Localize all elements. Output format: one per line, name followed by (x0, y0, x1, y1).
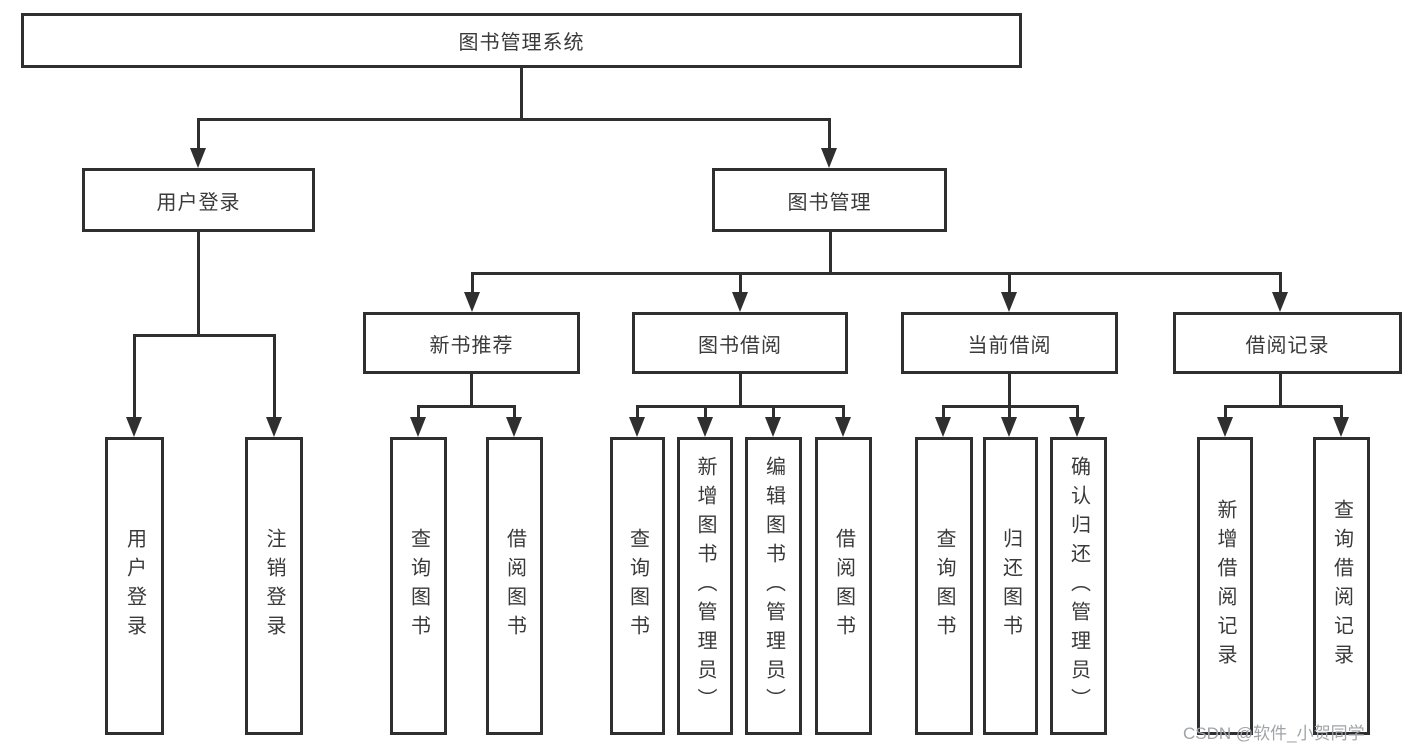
arrowhead-icon (464, 292, 480, 312)
connector-login-split (133, 334, 275, 337)
leaf-label: 查询图书 (407, 528, 430, 644)
arrowhead-icon (1001, 417, 1017, 437)
arrowhead-icon (935, 417, 951, 437)
leaf-label: 确认归还（管理员） (1067, 455, 1090, 717)
leaf-label: 归还图书 (999, 528, 1022, 644)
connector-borrowing-split (636, 405, 844, 408)
arrowhead-icon (835, 417, 851, 437)
connector-borrowing-drop-1 (636, 405, 639, 419)
node-leaf-recommend-query-books: 查询图书 (390, 437, 447, 735)
node-new-book-recommend: 新书推荐 (363, 312, 580, 374)
connector-root-stem (520, 66, 523, 120)
connector-current-stem (1008, 372, 1011, 408)
connector-records-drop-1 (1224, 405, 1227, 419)
leaf-label: 查询借阅记录 (1330, 499, 1353, 673)
csdn-watermark: CSDN @软件_小贺同学 (1183, 724, 1365, 743)
connector-current-drop-2 (1008, 405, 1011, 419)
arrowhead-icon (1333, 417, 1349, 437)
arrowhead-icon (821, 148, 837, 168)
arrowhead-icon (506, 417, 522, 437)
connector-recommend-stem (470, 372, 473, 408)
arrowhead-icon (410, 417, 426, 437)
leaf-label: 新增图书（管理员） (694, 455, 716, 717)
node-leaf-current-query-books: 查询图书 (915, 437, 973, 735)
leaf-label: 借阅图书 (503, 528, 526, 644)
leaf-label: 查询图书 (933, 528, 955, 644)
arrowhead-icon (697, 417, 713, 437)
connector-mgmt-stem (829, 230, 832, 275)
leaf-label: 编辑图书（管理员） (762, 455, 785, 717)
arrowhead-icon (266, 417, 282, 437)
arrowhead-icon (126, 417, 142, 437)
node-leaf-borrowing-borrow-books: 借阅图书 (815, 437, 872, 735)
node-leaf-user-login: 用户登录 (105, 437, 164, 735)
node-leaf-edit-books-admin: 编辑图书（管理员） (745, 437, 802, 735)
connector-root-split (197, 118, 831, 121)
connector-current-drop-1 (942, 405, 945, 419)
connector-current-drop-3 (1076, 405, 1079, 419)
connector-borrowing-drop-2 (704, 405, 707, 419)
node-leaf-recommend-borrow-books: 借阅图书 (486, 437, 543, 735)
connector-root-left-drop (197, 118, 200, 150)
node-library-management-system: 图书管理系统 (21, 13, 1022, 68)
connector-root-right-drop (828, 118, 831, 150)
arrowhead-icon (765, 417, 781, 437)
leaf-label: 借阅图书 (832, 528, 855, 644)
connector-login-drop-1 (133, 334, 136, 419)
arrowhead-icon (629, 417, 645, 437)
node-leaf-confirm-return-admin: 确认归还（管理员） (1050, 437, 1107, 735)
leaf-label: 用户登录 (123, 528, 146, 644)
connector-mgmt-drop-1 (471, 272, 474, 294)
node-book-management: 图书管理 (712, 168, 947, 232)
node-user-login: 用户登录 (82, 168, 315, 232)
connector-login-drop-2 (273, 334, 276, 419)
arrowhead-icon (1001, 292, 1017, 312)
node-leaf-logout: 注销登录 (245, 437, 303, 735)
arrowhead-icon (1272, 292, 1288, 312)
arrowhead-icon (732, 292, 748, 312)
connector-recommend-drop-1 (417, 405, 420, 419)
leaf-label: 注销登录 (263, 528, 285, 644)
connector-records-drop-2 (1340, 405, 1343, 419)
connector-recommend-drop-2 (513, 405, 516, 419)
connector-records-split (1224, 405, 1343, 408)
arrowhead-icon (190, 148, 206, 168)
connector-mgmt-drop-2 (739, 272, 742, 294)
connector-borrowing-drop-4 (842, 405, 845, 419)
node-leaf-borrowing-query-books: 查询图书 (610, 437, 665, 735)
node-leaf-add-borrow-record: 新增借阅记录 (1197, 437, 1253, 735)
leaf-label: 新增借阅记录 (1214, 499, 1236, 673)
arrowhead-icon (1217, 417, 1233, 437)
connector-borrowing-drop-3 (772, 405, 775, 419)
node-leaf-add-books-admin: 新增图书（管理员） (677, 437, 733, 735)
node-borrowing-records: 借阅记录 (1173, 312, 1402, 374)
connector-mgmt-drop-3 (1008, 272, 1011, 294)
connector-recommend-split (417, 405, 515, 408)
connector-records-stem (1279, 372, 1282, 408)
connector-mgmt-split (471, 272, 1281, 275)
node-current-borrowing: 当前借阅 (901, 312, 1118, 374)
node-leaf-return-books: 归还图书 (983, 437, 1038, 735)
connector-mgmt-drop-4 (1279, 272, 1282, 294)
arrowhead-icon (1069, 417, 1085, 437)
node-leaf-query-borrow-record: 查询借阅记录 (1313, 437, 1370, 735)
connector-login-stem (197, 230, 200, 336)
node-book-borrowing: 图书借阅 (632, 312, 848, 374)
connector-borrowing-stem (739, 372, 742, 408)
leaf-label: 查询图书 (626, 528, 649, 644)
